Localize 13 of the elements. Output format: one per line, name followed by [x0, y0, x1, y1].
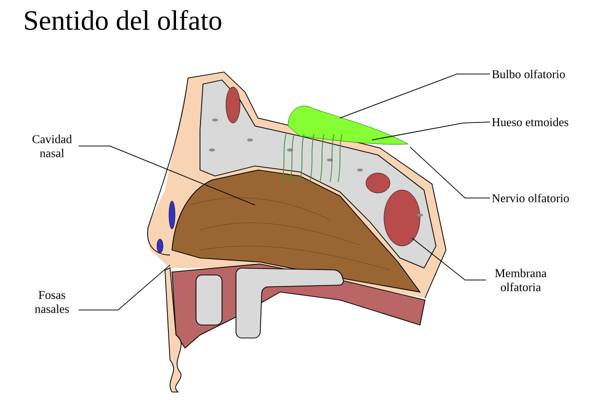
leader-line — [372, 122, 490, 140]
title: Sentido del olfato — [25, 10, 222, 30]
leader-line — [412, 238, 486, 280]
part-label: Fosas nasales — [34, 291, 69, 313]
leader-line — [78, 264, 170, 310]
leader-line — [410, 146, 490, 198]
part-label: Bulbo olfatorio — [492, 70, 565, 78]
part-label: Nervio olfatorio — [492, 194, 569, 202]
part-label: Hueso etmoides — [492, 118, 568, 126]
leader-line — [78, 146, 256, 206]
leader-line — [340, 74, 490, 118]
part-label: Cavidad nasal — [32, 134, 72, 158]
part-label: Membrana olfatoria — [495, 268, 547, 292]
